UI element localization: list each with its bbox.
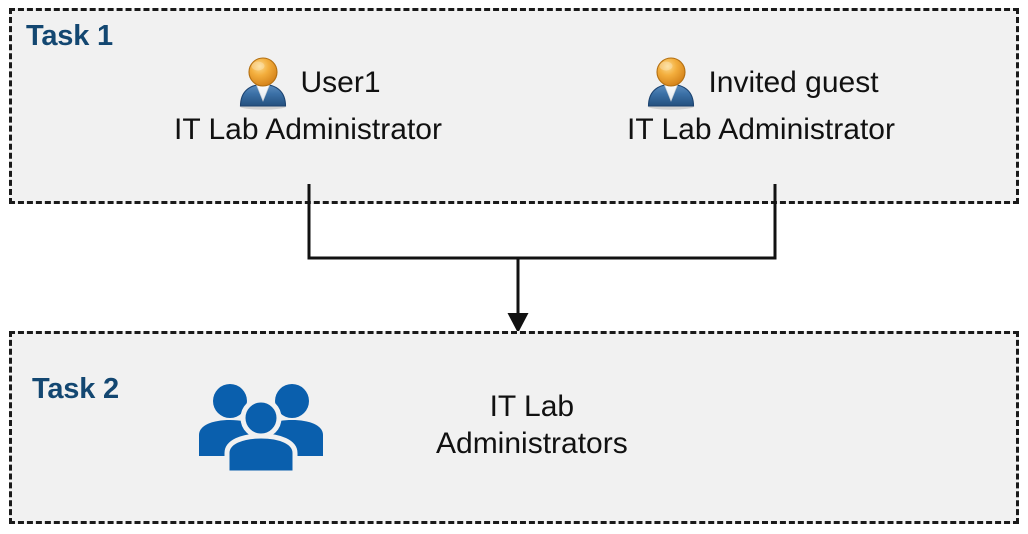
person-name: User1 bbox=[300, 65, 381, 99]
user-icon bbox=[643, 56, 699, 110]
person-entry-user1: User1 IT Lab Administrator bbox=[133, 55, 483, 145]
person-role: IT Lab Administrator bbox=[174, 113, 442, 146]
person-role: IT Lab Administrator bbox=[627, 113, 895, 146]
group-name: IT Lab Administrators bbox=[436, 390, 628, 460]
task-1-container bbox=[9, 8, 1019, 204]
person-header-row: Invited guest bbox=[586, 55, 936, 110]
person-name: Invited guest bbox=[708, 65, 879, 99]
task-2-container bbox=[9, 331, 1019, 524]
group-entry-it-lab-administrators: IT Lab Administrators bbox=[196, 378, 716, 474]
task-1-label: Task 1 bbox=[26, 20, 113, 52]
user-group-icon bbox=[196, 378, 326, 474]
user-icon bbox=[235, 56, 291, 110]
person-entry-invited-guest: Invited guest IT Lab Administrator bbox=[586, 55, 936, 145]
arrow-down-icon bbox=[507, 313, 529, 333]
person-header-row: User1 bbox=[133, 55, 483, 110]
task-2-label: Task 2 bbox=[32, 373, 119, 405]
